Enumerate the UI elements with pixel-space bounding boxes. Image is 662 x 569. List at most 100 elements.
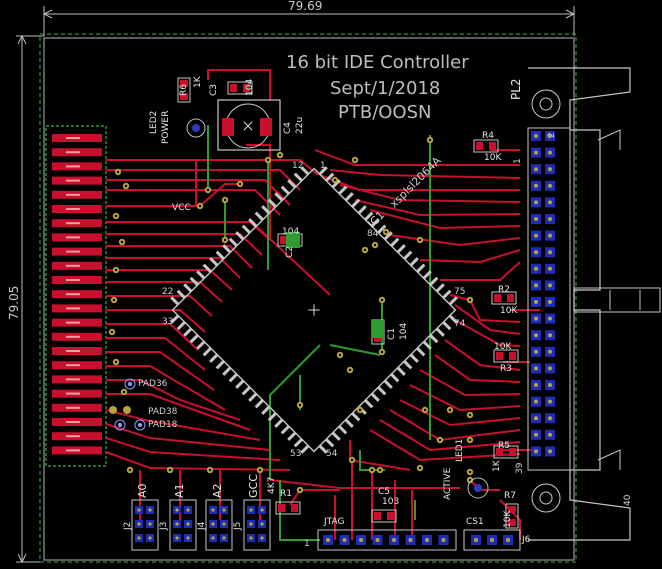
smd-pad [387, 512, 394, 520]
c1-label: C1 [387, 327, 397, 340]
ide-pin-hole [534, 316, 538, 321]
jumper-pin-hole [222, 508, 226, 512]
ide-pin-hole [548, 134, 552, 138]
chip-pin [422, 270, 432, 280]
led1-active[interactable] [467, 477, 489, 499]
chip-pin [331, 431, 341, 441]
chip-pin [325, 172, 335, 182]
jtag-pin-hole [326, 538, 330, 542]
smd-parts[interactable] [177, 77, 519, 529]
chip-pin [377, 224, 387, 234]
pl2-pin2: 2 [547, 132, 557, 138]
chip-pin [176, 289, 186, 299]
via-hole [110, 330, 114, 334]
smd-component [177, 77, 191, 103]
pl2-pin1: 1 [513, 158, 523, 164]
smd-pad [374, 512, 381, 520]
via-hole [333, 178, 337, 182]
jumper-pin-hole [137, 536, 141, 540]
chip-pin [344, 418, 354, 428]
ide-pin-hole [534, 283, 538, 288]
c2-body [286, 232, 300, 248]
chip-pin [235, 379, 245, 389]
via-hole [380, 298, 384, 302]
edge-connector[interactable] [45, 125, 107, 467]
via-hole [468, 298, 472, 302]
c4-capacitor[interactable] [217, 99, 281, 151]
via-hole [438, 438, 442, 442]
vcc-label: VCC [172, 203, 191, 213]
edge-pad-text [66, 321, 80, 324]
via-hole [266, 158, 270, 162]
smd-outline [491, 291, 517, 305]
chip-pin [287, 431, 297, 441]
chip-pin [293, 172, 303, 182]
ide-pin-hole [548, 200, 552, 205]
jumper-pin-hole [260, 508, 264, 512]
led2-power[interactable] [186, 118, 206, 138]
board-title: 16 bit IDE Controller [286, 52, 469, 73]
ide-pin-hole [534, 366, 538, 371]
pl2-ide-header[interactable] [527, 67, 661, 541]
r2-value: 10K [500, 306, 518, 316]
chip-pin [209, 257, 219, 267]
ide-pin-hole [534, 200, 538, 205]
jumper-pin-hole [175, 508, 179, 512]
ic1-qfp84[interactable] [158, 154, 469, 465]
chip-pin [248, 392, 258, 402]
jumper-pin-hole [211, 536, 215, 540]
width-dimension-label: 79.69 [288, 0, 323, 13]
chip-pin [176, 321, 186, 331]
smd-component [493, 349, 519, 363]
edge-pad-text [66, 279, 80, 281]
chip-pin [448, 314, 458, 324]
test-pads[interactable] [109, 378, 146, 431]
via-hole [223, 198, 227, 202]
j6-header[interactable] [463, 529, 521, 551]
chip-pin [222, 244, 232, 254]
chip-pin [261, 205, 271, 215]
pad36-label: PAD36 [138, 379, 168, 389]
chip-pin22: 22 [162, 287, 174, 297]
via-hole [258, 468, 262, 472]
chip-pin [241, 224, 251, 234]
chip-pin [377, 386, 387, 396]
pad18-label: PAD18 [148, 420, 178, 430]
ide-pin-hole [548, 283, 552, 288]
via-hole [128, 468, 132, 472]
chip-pin [215, 250, 225, 260]
board-date: Sept/1/2018 [330, 78, 441, 99]
jumper-pin-hole [186, 508, 190, 512]
chip-pin [422, 340, 432, 350]
via-hole [298, 403, 302, 407]
chip-pin1: 1 [320, 161, 326, 171]
power-label: POWER [161, 110, 171, 144]
chip-pin [189, 276, 199, 286]
jtag-header[interactable] [317, 529, 457, 551]
chip-pin [202, 347, 212, 357]
chip-pin [170, 314, 180, 324]
ide-pin-hole [548, 449, 552, 454]
smd-pad [291, 504, 298, 512]
chip-pin [287, 179, 297, 189]
r3-value: 10K [494, 342, 512, 352]
via-hole [114, 214, 118, 218]
chip-pin [344, 192, 354, 202]
jumper-headers[interactable] [131, 499, 271, 551]
ide-pin-hole [548, 316, 552, 321]
c4-label: C4 [283, 121, 293, 134]
jumper-pin-hole [175, 522, 179, 526]
c1-body [372, 320, 384, 338]
chip-pin [274, 192, 284, 202]
a1-label: A1 [173, 483, 186, 498]
via-hole [122, 390, 126, 394]
jumper-pin-hole [137, 522, 141, 526]
led1-label: LED1 [455, 438, 465, 462]
chip-pin [351, 412, 361, 422]
r5-value: 1K [492, 460, 502, 472]
smd-outline [493, 349, 519, 363]
ide-pin-hole [534, 383, 538, 387]
smd-component [275, 501, 301, 515]
